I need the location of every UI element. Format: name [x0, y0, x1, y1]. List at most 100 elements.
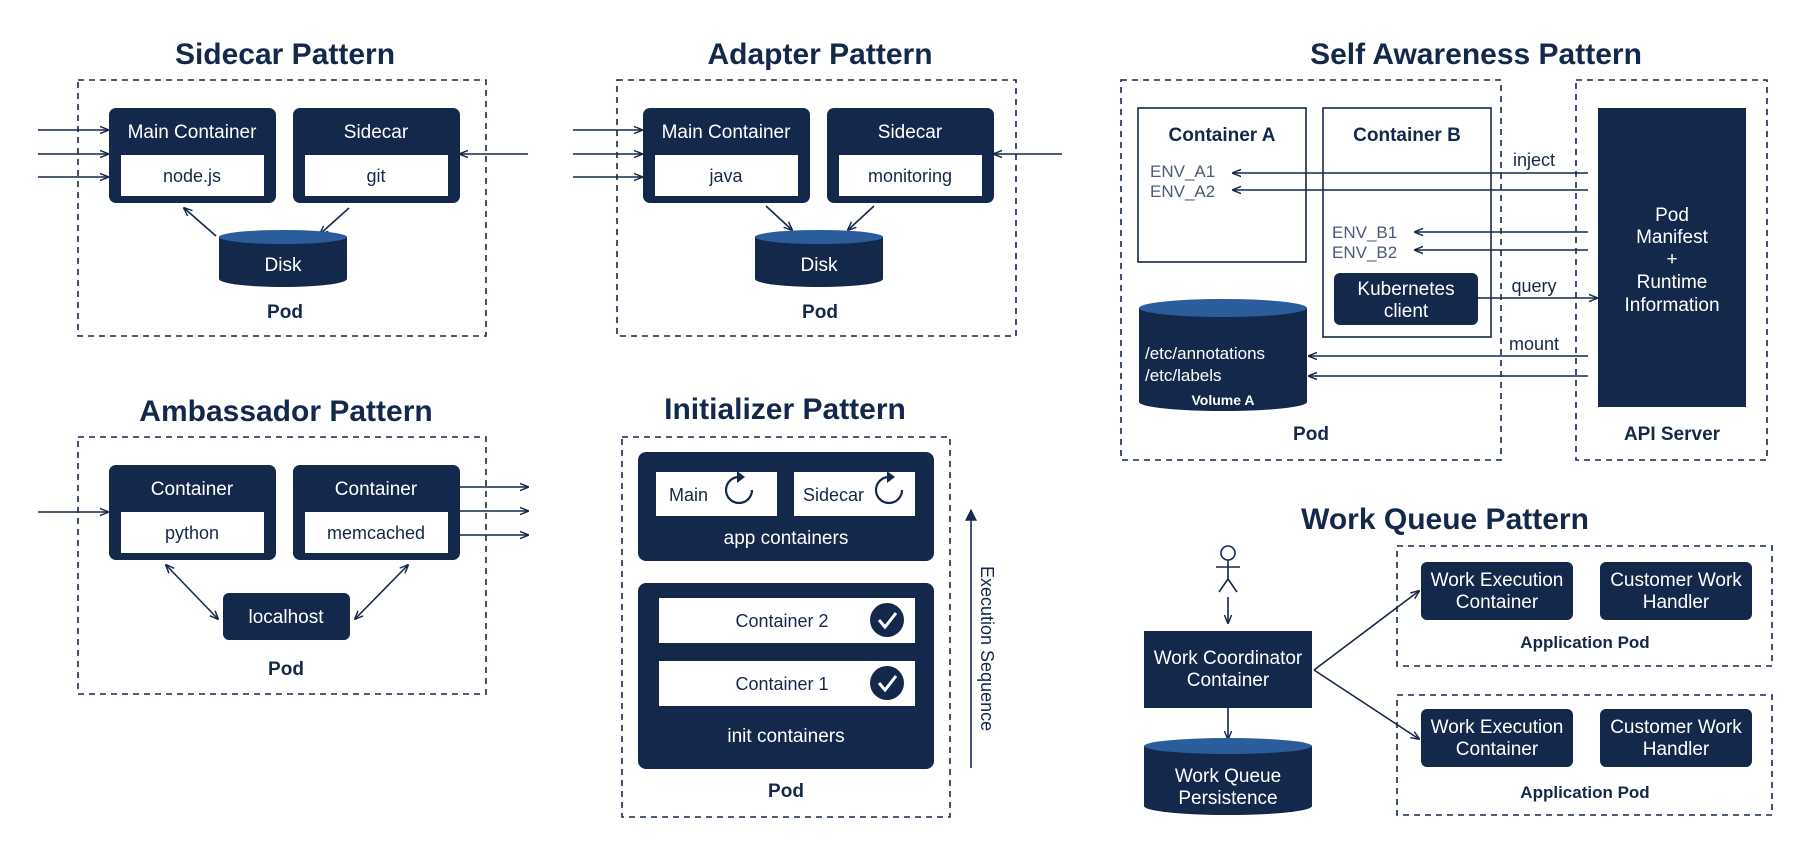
ambassador-localhost-label: localhost	[249, 607, 325, 628]
init-container-2-label: Container 2	[735, 611, 828, 631]
self-awareness-pod-boundary	[1120, 79, 1502, 461]
adapter-disk	[755, 230, 883, 287]
sidecar-sidecar-label: Sidecar	[344, 122, 409, 143]
application-pod-1-boundary	[1396, 545, 1773, 667]
adapter-main-label: Main Container	[662, 122, 792, 143]
init-container-1-label: Container 1	[735, 674, 828, 694]
work-execution-container-2	[1421, 709, 1573, 767]
ambassador-pod-label: Pod	[268, 659, 304, 680]
self-awareness-pattern: Self Awareness Pattern Container A ENV_A…	[1120, 38, 1768, 461]
customer-work-handler-1-label-2: Handler	[1643, 592, 1710, 613]
work-queue-persistence	[1144, 738, 1312, 815]
init-containers-label: init containers	[727, 726, 844, 747]
mount-label: mount	[1509, 334, 1559, 354]
work-execution-2-label-1: Work Execution	[1431, 717, 1564, 738]
work-queue-persistence-label-1: Work Queue	[1175, 766, 1281, 787]
self-awareness-title: Self Awareness Pattern	[1310, 38, 1642, 71]
volume-a-name: Volume A	[1191, 392, 1254, 408]
adapter-main-inner	[655, 155, 798, 196]
initializer-pattern: Initializer Pattern Main Sidecar app con…	[621, 393, 997, 818]
env-a2: ENV_A2	[1150, 182, 1215, 201]
sidecar-pattern: Sidecar Pattern Main Container node.js S…	[38, 38, 528, 337]
app-main-container	[656, 472, 777, 516]
coordinator-to-app-pod-2-arrow	[1313, 669, 1419, 739]
work-coordinator-label-1: Work Coordinator	[1154, 648, 1303, 669]
container-a	[1137, 107, 1307, 263]
app-containers-label: app containers	[724, 528, 849, 549]
ambassador-pattern: Ambassador Pattern Container python Cont…	[38, 395, 528, 695]
manifest-line-4: Runtime	[1637, 272, 1708, 293]
app-main-label: Main	[669, 485, 708, 505]
adapter-sidecar-inner-label: monitoring	[868, 166, 952, 186]
sidecar-disk-to-main-arrow	[184, 208, 217, 237]
sidecar-sidecar-inner-label: git	[366, 166, 385, 186]
initializer-pod-label: Pod	[768, 781, 804, 802]
sidecar-pod-boundary	[77, 79, 487, 337]
manifest-line-1: Pod	[1655, 205, 1689, 226]
adapter-main-inner-label: java	[708, 166, 743, 186]
customer-work-handler-2-label-1: Customer Work	[1610, 717, 1742, 738]
manifest-line-3: +	[1666, 249, 1677, 270]
work-queue-persistence-label-2: Persistence	[1178, 788, 1277, 809]
initializer-pod-boundary	[621, 436, 951, 818]
ambassador-c1-inner	[121, 512, 264, 553]
sidecar-pod-label: Pod	[267, 302, 303, 323]
coordinator-to-app-pod-1-arrow	[1313, 591, 1419, 671]
customer-work-handler-1-label-1: Customer Work	[1610, 570, 1742, 591]
adapter-pod-label: Pod	[802, 302, 838, 323]
api-server-manifest	[1598, 108, 1746, 407]
volume-a-line1: /etc/annotations	[1145, 344, 1265, 363]
ambassador-title: Ambassador Pattern	[139, 395, 432, 428]
sidecar-title: Sidecar Pattern	[175, 38, 395, 71]
app-sidecar-container	[794, 472, 915, 516]
adapter-main-to-disk-arrow	[765, 205, 792, 230]
ambassador-c1-label: Container	[151, 479, 234, 500]
execution-sequence-label: Execution Sequence	[977, 566, 997, 731]
sidecar-main-label: Main Container	[128, 122, 258, 143]
manifest-line-2: Manifest	[1636, 227, 1709, 248]
ambassador-localhost	[223, 593, 350, 640]
ambassador-c2-inner	[305, 512, 448, 553]
sidecar-disk-label: Disk	[265, 255, 302, 276]
kubernetes-client	[1334, 273, 1478, 325]
work-execution-container-1	[1421, 562, 1573, 620]
sidecar-sidecar-inner	[305, 155, 448, 196]
env-b2: ENV_B2	[1332, 243, 1397, 262]
kubernetes-client-label-1: Kubernetes	[1357, 279, 1454, 300]
inject-label: inject	[1513, 150, 1555, 170]
work-coordinator-container	[1144, 631, 1312, 708]
env-a1: ENV_A1	[1150, 162, 1215, 181]
ambassador-python-localhost-arrow	[166, 565, 218, 619]
work-coordinator-label-2: Container	[1187, 670, 1270, 691]
person-icon	[1216, 545, 1240, 593]
customer-work-handler-2-label-2: Handler	[1643, 739, 1710, 760]
query-label: query	[1511, 276, 1556, 296]
env-b1: ENV_B1	[1332, 223, 1397, 242]
adapter-pattern: Adapter Pattern Main Container java Side…	[573, 38, 1062, 337]
sidecar-main-inner	[121, 155, 264, 196]
ambassador-memcached-localhost-arrow	[355, 565, 408, 619]
refresh-icon	[724, 471, 754, 505]
ambassador-c2-label: Container	[335, 479, 418, 500]
volume-a	[1139, 299, 1307, 411]
customer-work-handler-1	[1600, 562, 1752, 620]
application-pod-1-label: Application Pod	[1520, 633, 1649, 652]
kubernetes-client-label-2: client	[1384, 301, 1429, 322]
adapter-title: Adapter Pattern	[707, 38, 932, 71]
check-circle-icon	[870, 603, 904, 637]
adapter-sidecar-inner	[839, 155, 982, 196]
sidecar-main-inner-label: node.js	[163, 166, 221, 186]
container-b-label: Container B	[1353, 125, 1461, 146]
ambassador-c1-inner-label: python	[165, 523, 219, 543]
adapter-sidecar-label: Sidecar	[878, 122, 943, 143]
application-pod-2-label: Application Pod	[1520, 783, 1649, 802]
adapter-sidecar-to-disk-arrow	[848, 205, 875, 230]
manifest-line-5: Information	[1624, 295, 1719, 316]
ambassador-c2-inner-label: memcached	[327, 523, 425, 543]
self-awareness-pod-label: Pod	[1293, 424, 1329, 445]
sidecar-disk	[219, 230, 347, 287]
check-circle-icon	[870, 666, 904, 700]
work-execution-1-label-1: Work Execution	[1431, 570, 1564, 591]
application-pod-2-boundary	[1396, 694, 1773, 816]
adapter-pod-boundary	[616, 79, 1017, 337]
